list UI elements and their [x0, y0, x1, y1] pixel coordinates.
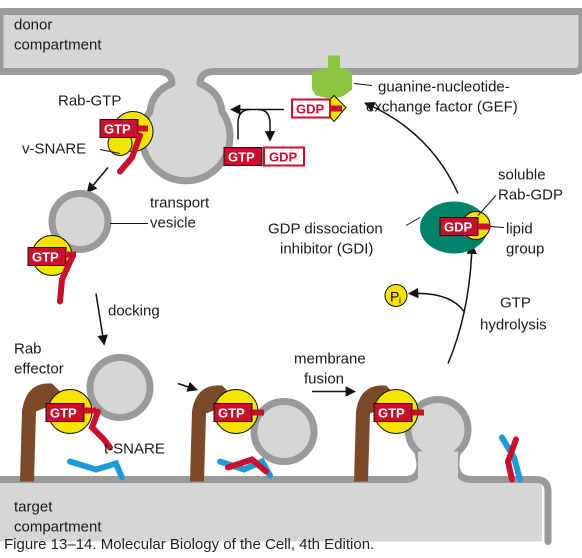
pi-circle — [384, 284, 408, 307]
lipid-label-1: lipid — [506, 221, 533, 238]
membrane-fusion-label-2: fusion — [304, 371, 344, 388]
gtp-hydrolysis-label-1: GTP — [500, 295, 531, 312]
gtp-free-text: GTP — [228, 150, 255, 165]
gdp-free-tag — [263, 146, 305, 167]
pi-sub-label: i — [399, 296, 401, 306]
v-snare-1 — [117, 132, 143, 175]
rab-gtp-vesicle: GTP — [27, 235, 76, 276]
gdi-label-2: inhibitor (GDI) — [280, 241, 373, 258]
gtp-free-tag — [223, 147, 263, 166]
donor-label-1: donor — [14, 17, 52, 34]
rab-effector-3 — [354, 385, 394, 482]
gef-label-2: exchange factor (GEF) — [366, 99, 518, 116]
gdp-tag-gef-text: GDP — [296, 102, 325, 117]
gtp-tag-2: GTP — [32, 250, 59, 265]
rab-gtp-panel3: GTP — [373, 389, 424, 434]
rab-gtp-label: Rab-GTP — [58, 93, 121, 110]
gtp-tag-1: GTP — [104, 122, 131, 137]
docking-label: docking — [108, 303, 160, 320]
snare-complex-1b — [225, 456, 269, 475]
rab-effector-2 — [190, 385, 230, 482]
soluble-label-2: Rab-GDP — [498, 187, 563, 204]
target-label-2: compartment — [14, 519, 102, 536]
t-snare-label: t-SNARE — [104, 441, 165, 458]
exchange-branch — [257, 108, 276, 142]
docked-vesicle — [250, 398, 318, 465]
rab-gtp-panel2: GTP — [213, 389, 264, 434]
v-snare-3 — [88, 408, 113, 451]
rab-effector-label-1: Rab — [14, 341, 42, 358]
hydrolysis-arrow — [447, 243, 477, 364]
transport-vesicle-label-2: vesicle — [150, 215, 196, 232]
gtp-tag-5: GTP — [378, 406, 405, 421]
transport-vesicle-label-1: transport — [150, 195, 210, 212]
rab-effector-1 — [20, 383, 60, 482]
pi-release-arrow — [407, 287, 465, 312]
lipid-label-2: group — [506, 241, 544, 258]
donor-label-2: compartment — [14, 37, 102, 54]
to-gef-arrow — [364, 102, 459, 194]
rab-gtp-budding: GTP — [99, 111, 154, 156]
gef-shape — [312, 55, 352, 100]
rab-gtp-dock: GTP — [45, 389, 96, 434]
v-snare-label: v-SNARE — [22, 141, 86, 158]
v-snare-2 — [57, 254, 75, 305]
gdp-tag-soluble-text: GDP — [444, 220, 473, 235]
figure-caption: Figure 13–14. Molecular Biology of the C… — [4, 536, 375, 553]
gtp-tag-3: GTP — [50, 406, 77, 421]
transport-vesicle — [48, 190, 112, 253]
target-compartment — [0, 479, 542, 542]
t-snare-1 — [67, 458, 125, 481]
rab-effector-label-2: effector — [14, 361, 64, 378]
membrane-fusion-label-1: membrane — [294, 351, 366, 368]
snare-complex-2b — [504, 436, 519, 483]
exchange-branch-2 — [237, 108, 251, 140]
gdp-free-text: GDP — [269, 150, 298, 165]
gdi-label-1: GDP dissociation — [268, 221, 383, 238]
gtp-tag-4: GTP — [218, 406, 245, 421]
soluble-label-1: soluble — [498, 167, 546, 184]
gtp-hydrolysis-label-2: hydrolysis — [480, 317, 547, 334]
pi-label: P — [390, 289, 399, 305]
target-label-1: target — [14, 499, 53, 516]
gef-label-1: guanine-nucleotide- — [378, 79, 510, 96]
docking-vesicle — [86, 354, 154, 421]
snare-complex-2 — [499, 434, 523, 483]
